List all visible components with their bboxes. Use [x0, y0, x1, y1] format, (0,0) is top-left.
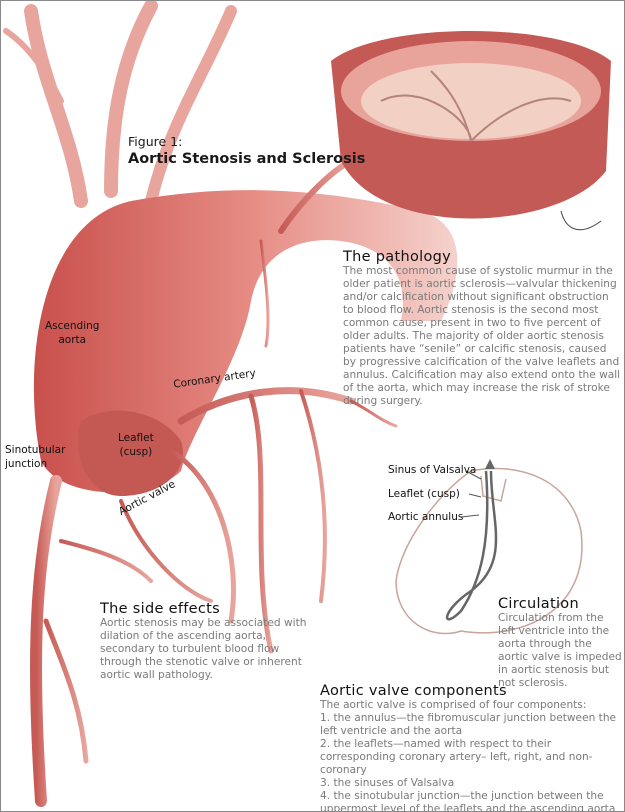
circulation-heading: Circulation	[498, 596, 579, 612]
label-leaflet-cusp: Leaflet (cusp)	[388, 488, 460, 500]
lower-vessels	[30, 158, 398, 807]
components-intro: The aortic valve is comprised of four co…	[320, 699, 587, 711]
label-line: aorta	[58, 334, 87, 346]
blood-flow-arrow	[445, 470, 498, 621]
valve-cross-section-illustration	[331, 31, 611, 231]
label-line: Leaflet	[118, 432, 154, 444]
label-line: junction	[5, 458, 48, 470]
component-item: 4. the sinotubular junction—the junction…	[320, 790, 616, 812]
components-heading: Aortic valve components	[320, 683, 507, 699]
component-item: 3. the sinuses of Valsalva	[320, 777, 455, 789]
label-leaflet: Leaflet (cusp)	[118, 431, 154, 459]
pathology-body: The most common cause of systolic murmur…	[343, 265, 621, 407]
component-item: 1. the annulus—the fibromuscular junctio…	[320, 712, 617, 737]
circulation-body: Circulation from the left ventricle into…	[498, 612, 622, 689]
circulation-diagram	[395, 459, 583, 635]
valve-bulge	[77, 410, 183, 496]
label-sinotubular-junction: Sinotubular junction	[5, 443, 65, 471]
label-line: Ascending	[45, 320, 100, 332]
side-effects-heading: The side effects	[100, 601, 220, 617]
label-line: Sinotubular	[5, 444, 66, 456]
label-line: (cusp)	[119, 446, 153, 458]
label-sinus-of-valsalva: Sinus of Valsalva	[388, 464, 477, 476]
side-effects-body: Aortic stenosis may be associated with d…	[100, 617, 307, 681]
figure-title: Aortic Stenosis and Sclerosis	[128, 151, 366, 167]
upper-branch-vessels	[3, 1, 237, 208]
pathology-heading: The pathology	[343, 249, 451, 265]
label-aortic-annulus: Aortic annulus	[388, 511, 464, 523]
figure-number: Figure 1:	[128, 134, 183, 149]
label-ascending-aorta: Ascending aorta	[45, 319, 99, 347]
components-list: The aortic valve is comprised of four co…	[320, 699, 620, 812]
component-item: 2. the leaflets—named with respect to th…	[320, 738, 593, 776]
